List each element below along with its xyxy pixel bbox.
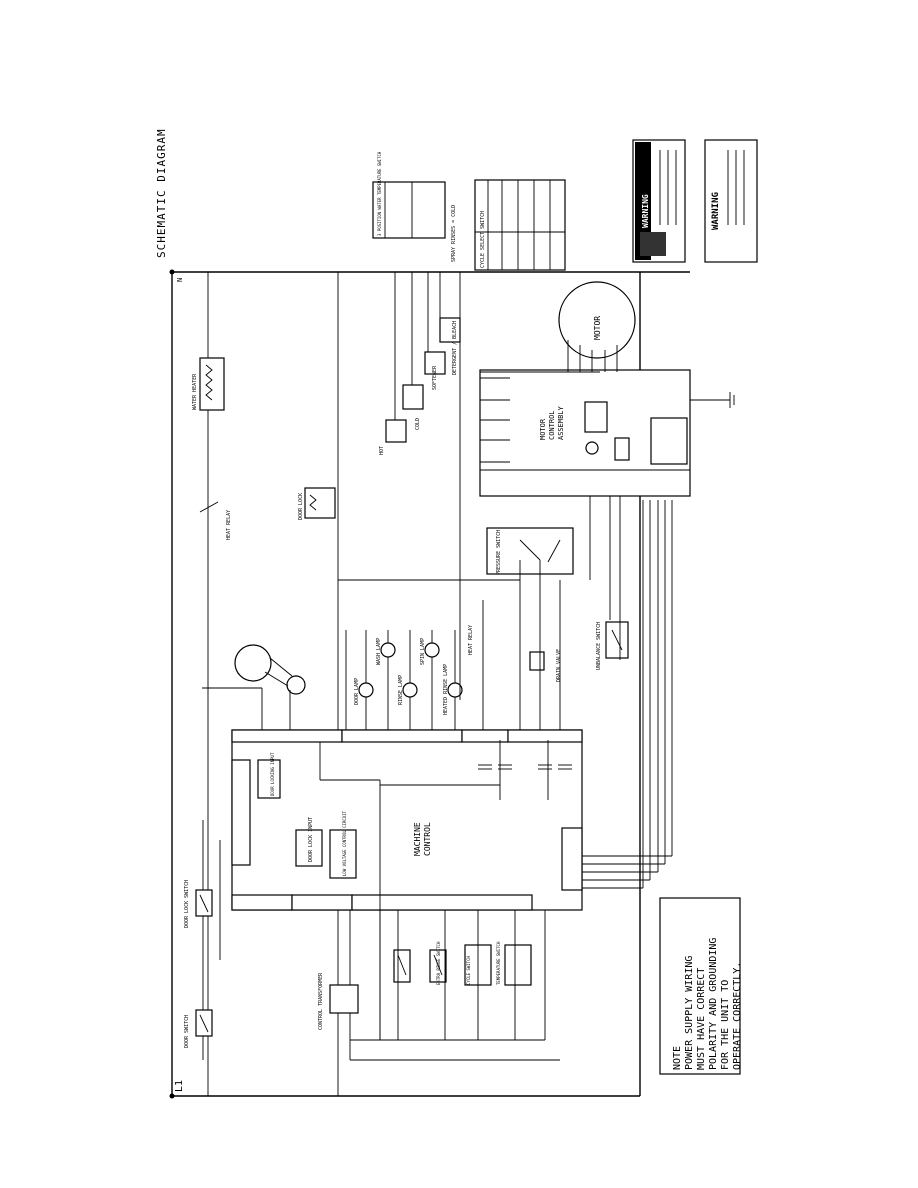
cycle-select-table: CYCLE SELECT SWITCH (474, 179, 566, 271)
svg-text:HEATED RINSE LAMP: HEATED RINSE LAMP (443, 664, 449, 715)
svg-text:DOOR LOCK: DOOR LOCK (298, 493, 304, 520)
ground-symbol (690, 392, 735, 408)
heat-relay-contact: HEAT RELAY (199, 501, 232, 540)
svg-text:DOOR SWITCH: DOOR SWITCH (184, 1015, 190, 1048)
svg-text:MOTOR: MOTOR (593, 316, 602, 340)
svg-text:COLD: COLD (415, 418, 421, 430)
warning-label-1: WARNING (632, 139, 686, 263)
note-text: NOTEPOWER SUPPLY WIRINGMUST HAVE CORRECT… (672, 938, 743, 1070)
svg-text:DETERGENT / BLEACH: DETERGENT / BLEACH (452, 321, 458, 375)
svg-text:WARNING: WARNING (711, 192, 721, 230)
bottom-switches: EXTRA RINSE SWITCH CYCLE SWITCH TEMPERAT… (350, 910, 560, 1061)
svg-text:LOW VOLTAGE CONTROL CIRCUIT: LOW VOLTAGE CONTROL CIRCUIT (342, 810, 347, 876)
water-temp-table: 3 POSITION WATER TEMPERATURE SWITCH SPRA… (372, 151, 457, 262)
svg-text:CYCLE SWITCH: CYCLE SWITCH (466, 956, 471, 985)
svg-text:SPRAY RINSES = COLD: SPRAY RINSES = COLD (451, 205, 457, 262)
drain-valve: DRAIN VALVE (529, 649, 562, 682)
svg-text:SPIN LAMP: SPIN LAMP (420, 638, 426, 665)
door-lock: DOOR LOCK (298, 487, 336, 520)
svg-text:WASH LAMP: WASH LAMP (376, 638, 382, 665)
svg-text:WATER HEATER: WATER HEATER (192, 373, 198, 410)
svg-text:TEMPERATURE SWITCH: TEMPERATURE SWITCH (496, 941, 501, 985)
control-transformer: CONTROL TRANSFORMER (318, 972, 359, 1030)
svg-text:DOOR LOCKING INPUT: DOOR LOCKING INPUT (270, 752, 275, 796)
svg-text:HOT: HOT (379, 446, 385, 455)
routing-wires (202, 272, 621, 1040)
svg-text:MOTORCONTROLASSEMBLY: MOTORCONTROLASSEMBLY (539, 405, 565, 440)
svg-text:CYCLE SELECT SWITCH: CYCLE SELECT SWITCH (480, 211, 486, 268)
indicator-lamps: DOOR LAMP WASH LAMP RINSE LAMP SPIN LAMP… (345, 600, 484, 730)
motor: MOTOR (558, 281, 636, 372)
svg-text:DOOR LAMP: DOOR LAMP (354, 678, 360, 705)
motor-control-contacts (480, 377, 510, 463)
motor-control-assembly: MOTORCONTROLASSEMBLY (479, 369, 691, 497)
svg-text:HEAT RELAY: HEAT RELAY (468, 625, 474, 655)
fill-valves: HOT COLD SOFTENER DETERGENT / BLEACH (379, 272, 461, 455)
warning-label-2: WARNING (704, 139, 758, 263)
unbalance-switch: UNBALANCE SWITCH (596, 621, 629, 670)
svg-text:3 POSITION WATER TEMPERATURE S: 3 POSITION WATER TEMPERATURE SWITCH (377, 151, 382, 236)
water-heater: WATER HEATER (192, 357, 225, 411)
door-lock-switch: DOOR LOCK SWITCH (184, 880, 213, 928)
line-n: N (176, 278, 184, 282)
svg-text:CONTROL TRANSFORMER: CONTROL TRANSFORMER (318, 972, 324, 1030)
svg-text:DRAIN VALVE: DRAIN VALVE (556, 649, 562, 682)
svg-text:HEAT RELAY: HEAT RELAY (226, 510, 232, 540)
svg-text:EXTRA RINSE SWITCH: EXTRA RINSE SWITCH (436, 941, 441, 985)
svg-text:SOFTENER: SOFTENER (432, 365, 438, 390)
line-l1: L1 (174, 1080, 185, 1092)
svg-text:DOOR LOCK SWITCH: DOOR LOCK SWITCH (184, 880, 190, 928)
svg-text:RINSE LAMP: RINSE LAMP (398, 675, 404, 705)
svg-text:PRESSURE SWITCH: PRESSURE SWITCH (496, 530, 502, 575)
note-box (659, 897, 741, 1075)
svg-text:DOOR LOCK INPUT: DOOR LOCK INPUT (308, 817, 314, 862)
svg-text:WARNING: WARNING (641, 194, 650, 228)
svg-text:MACHINECONTROL: MACHINECONTROL (413, 822, 432, 856)
pressure-switch: PRESSURE SWITCH (486, 527, 574, 575)
diagram-title: SCHEMATIC DIAGRAM (155, 128, 168, 258)
svg-text:UNBALANCE SWITCH: UNBALANCE SWITCH (596, 622, 602, 670)
h2-wires (582, 500, 673, 889)
machine-control: MACHINECONTROL DOOR LOCK INPUT LOW VOLTA… (231, 729, 583, 911)
door-switch: DOOR SWITCH (184, 1009, 213, 1048)
